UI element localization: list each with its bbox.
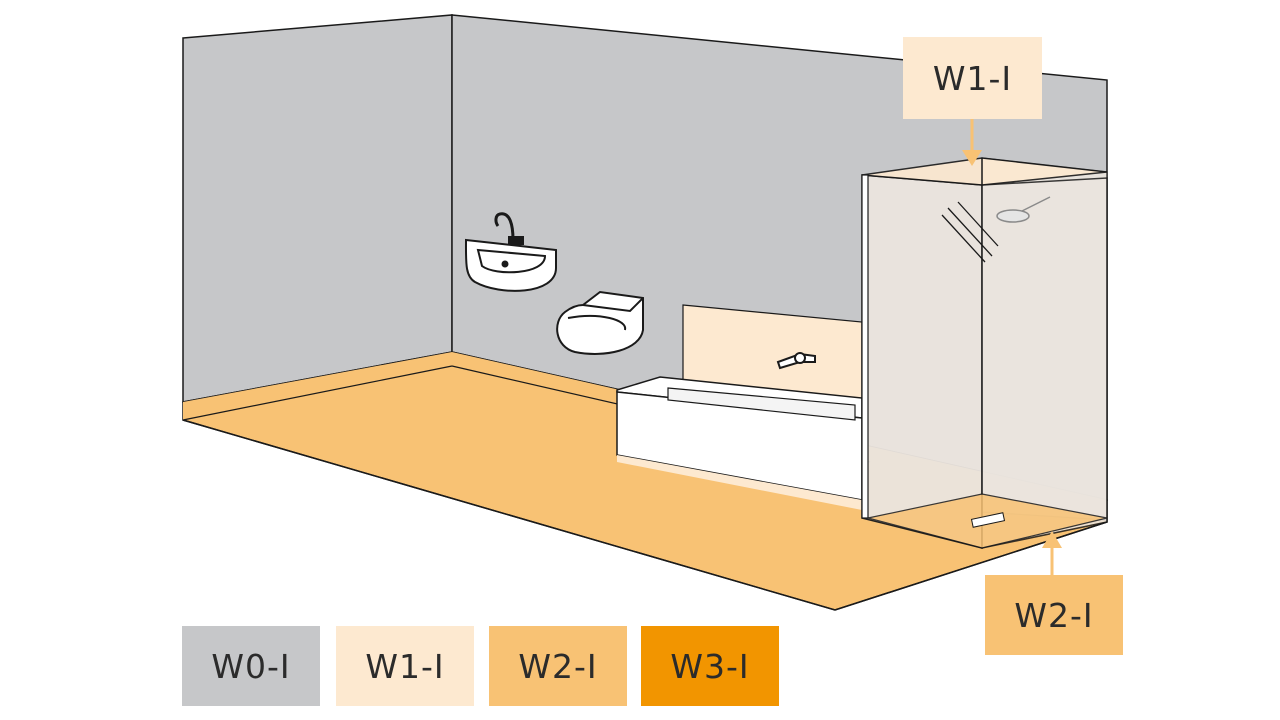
left-wall-skirting bbox=[183, 352, 452, 420]
legend-item-w1: W1-I bbox=[336, 626, 474, 706]
legend-item-w0: W0-I bbox=[182, 626, 320, 706]
legend-label: W0-I bbox=[211, 646, 291, 686]
callout-arrow-w2 bbox=[1042, 531, 1062, 575]
shower-head bbox=[996, 196, 1051, 223]
floor-edge bbox=[182, 419, 1108, 611]
wall-toilet bbox=[556, 290, 644, 355]
bathtub bbox=[616, 376, 863, 510]
washbasin bbox=[464, 212, 557, 292]
callout-shower-floor-label: W2-I bbox=[985, 575, 1123, 655]
legend-item-w2: W2-I bbox=[489, 626, 627, 706]
shower-drain bbox=[970, 512, 1006, 528]
left-wall bbox=[182, 14, 453, 403]
legend-item-w3: W3-I bbox=[641, 626, 779, 706]
callout-shower-wall-label: W1-I bbox=[903, 37, 1042, 119]
legend-label: W1-I bbox=[365, 646, 445, 686]
shower-enclosure bbox=[861, 157, 1108, 549]
legend-label: W2-I bbox=[518, 646, 598, 686]
callout-shower-floor-text: W2-I bbox=[1014, 595, 1094, 635]
callout-shower-wall-text: W1-I bbox=[932, 58, 1013, 98]
legend-label: W3-I bbox=[670, 646, 750, 686]
bathtub-faucet bbox=[776, 352, 816, 370]
callout-arrow-w1 bbox=[962, 119, 982, 166]
shower-glass-side bbox=[981, 177, 1108, 549]
shower-glass-front bbox=[861, 174, 983, 549]
shower-top bbox=[861, 157, 1108, 186]
